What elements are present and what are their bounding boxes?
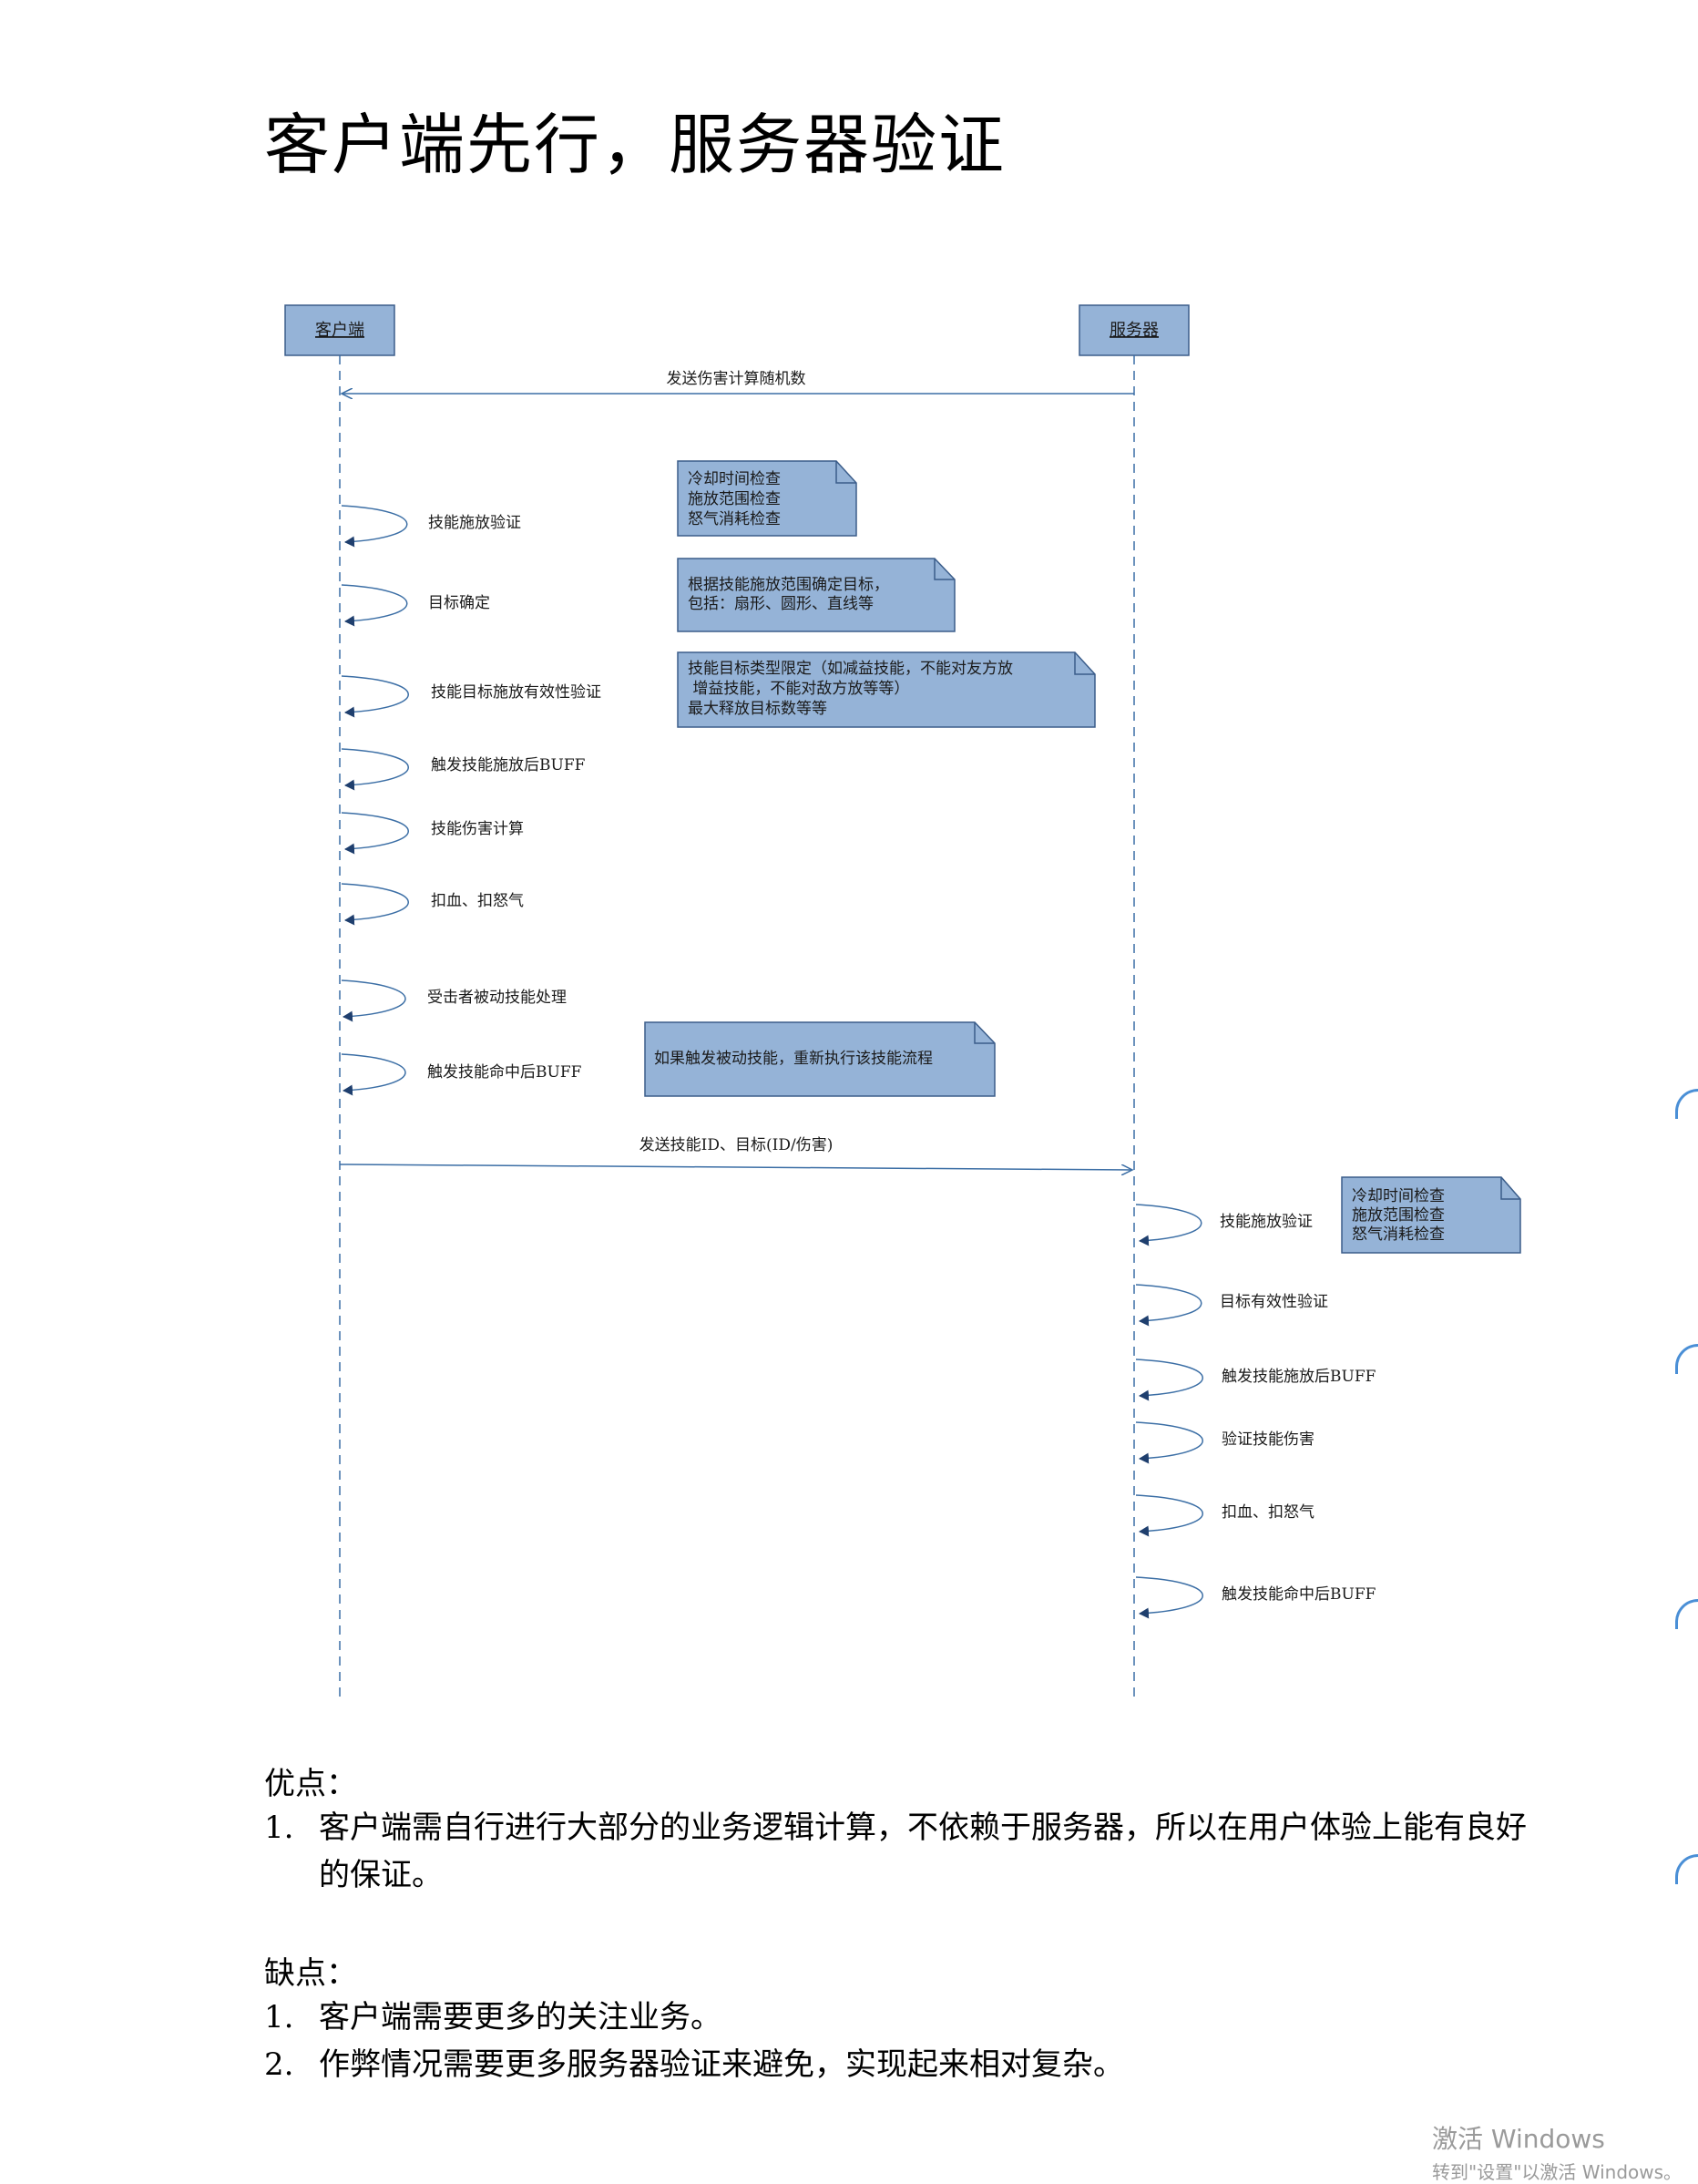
actor-client: 客户端 xyxy=(284,304,395,356)
note-line: 冷却时间检查 xyxy=(688,470,781,488)
server-step-label: 目标有效性验证 xyxy=(1220,1293,1328,1311)
client-step: 目标确定 xyxy=(341,584,490,627)
client-step: 技能施放验证 xyxy=(341,505,521,548)
note-line: 如果触发被动技能，重新执行该技能流程 xyxy=(654,1050,933,1068)
note-line: 冷却时间检查 xyxy=(1352,1187,1445,1205)
list-item: 1. 客户端需要更多的关注业务。 xyxy=(264,1994,1539,2041)
server-step: 目标有效性验证 xyxy=(1135,1284,1328,1327)
list-item-text: 客户端需自行进行大部分的业务逻辑计算，不依赖于服务器，所以在用户体验上能有良好的… xyxy=(319,1810,1527,1893)
note-box: 冷却时间检查 施放范围检查 怒气消耗检查 xyxy=(1341,1176,1521,1254)
server-step-label: 触发技能施放后BUFF xyxy=(1222,1368,1376,1386)
note-box: 根据技能施放范围确定目标， 包括：扇形、圆形、直线等 xyxy=(677,558,956,632)
note-line: 增益技能，不能对敌方放等等） xyxy=(688,680,909,698)
server-step: 触发技能命中后BUFF xyxy=(1135,1576,1376,1619)
server-step-label: 触发技能命中后BUFF xyxy=(1222,1585,1376,1604)
cons-label: 缺点： xyxy=(264,1955,357,1992)
pros-label: 优点： xyxy=(264,1766,357,1802)
list-item-text: 作弊情况需要更多服务器验证来避免，实现起来相对复杂。 xyxy=(319,2046,1124,2083)
note-line: 技能目标类型限定（如减益技能，不能对友方放 xyxy=(688,660,1013,678)
client-step-label: 技能施放验证 xyxy=(428,514,521,532)
client-step: 技能目标施放有效性验证 xyxy=(341,675,601,718)
note-line: 怒气消耗检查 xyxy=(688,510,781,528)
actor-server: 服务器 xyxy=(1079,304,1190,356)
server-step: 扣血、扣怒气 xyxy=(1135,1494,1314,1537)
server-step: 技能施放验证 xyxy=(1135,1204,1313,1246)
list-item-number: 1. xyxy=(264,1810,294,1846)
client-step: 扣血、扣怒气 xyxy=(341,883,524,926)
list-item-number: 1. xyxy=(264,1999,294,2035)
list-item: 2. 作弊情况需要更多服务器验证来避免，实现起来相对复杂。 xyxy=(264,2041,1539,2088)
list-item: 1. 客户端需自行进行大部分的业务逻辑计算，不依赖于服务器，所以在用户体验上能有… xyxy=(264,1804,1539,1899)
pros-list: 1. 客户端需自行进行大部分的业务逻辑计算，不依赖于服务器，所以在用户体验上能有… xyxy=(264,1804,1539,1899)
server-step-label: 验证技能伤害 xyxy=(1222,1430,1314,1449)
actor-client-label: 客户端 xyxy=(315,321,364,340)
list-item-number: 2. xyxy=(264,2046,294,2083)
client-step-label: 技能伤害计算 xyxy=(431,820,524,838)
edge-decoration xyxy=(1675,1854,1698,1884)
cons-list: 1. 客户端需要更多的关注业务。 2. 作弊情况需要更多服务器验证来避免，实现起… xyxy=(264,1994,1539,2088)
server-step: 触发技能施放后BUFF xyxy=(1135,1359,1376,1401)
client-steps: 技能施放验证 目标确定 技能目标施放有效性验证 触发技能施放后BUFF 技能伤害… xyxy=(341,505,601,1096)
server-step-label: 扣血、扣怒气 xyxy=(1222,1503,1314,1522)
server-steps: 技能施放验证 目标有效性验证 触发技能施放后BUFF 验证技能伤害 扣血、扣怒气… xyxy=(1135,1204,1376,1619)
client-step: 触发技能命中后BUFF xyxy=(341,1053,582,1096)
activation-watermark: 激活 Windows 转到"设置"以激活 Windows。 xyxy=(1432,2119,1682,2184)
client-step-label: 受击者被动技能处理 xyxy=(427,989,567,1007)
client-step-label: 技能目标施放有效性验证 xyxy=(431,683,601,702)
note-line: 根据技能施放范围确定目标， xyxy=(688,576,889,594)
note-line: 施放范围检查 xyxy=(688,490,781,508)
page-title: 客户端先行，服务器验证 xyxy=(264,107,1007,183)
client-step-label: 触发技能命中后BUFF xyxy=(427,1063,582,1082)
client-step-label: 触发技能施放后BUFF xyxy=(431,756,586,774)
sequence-diagram: 客户端 服务器 发送伤害计算随机数 发送技能ID、目标(ID/伤害) 技能施放验… xyxy=(284,304,1521,1702)
note-box: 技能目标类型限定（如减益技能，不能对友方放 增益技能，不能对敌方放等等） 最大释… xyxy=(677,651,1096,728)
note-line: 怒气消耗检查 xyxy=(1352,1225,1445,1244)
note-box: 如果触发被动技能，重新执行该技能流程 xyxy=(644,1021,996,1097)
watermark-subtitle: 转到"设置"以激活 Windows。 xyxy=(1432,2161,1683,2183)
note-box: 冷却时间检查 施放范围检查 怒气消耗检查 xyxy=(677,460,857,537)
server-step-label: 技能施放验证 xyxy=(1220,1213,1313,1231)
client-step-label: 目标确定 xyxy=(428,594,490,612)
client-step: 技能伤害计算 xyxy=(341,812,524,855)
server-step: 验证技能伤害 xyxy=(1135,1421,1314,1464)
note-line: 包括：扇形、圆形、直线等 xyxy=(688,595,874,613)
message-arrow-client-to-server xyxy=(339,1164,1132,1170)
client-step-label: 扣血、扣怒气 xyxy=(431,892,524,910)
actor-server-label: 服务器 xyxy=(1110,321,1159,340)
list-item-text: 客户端需要更多的关注业务。 xyxy=(319,1999,721,2035)
note-line: 最大释放目标数等等 xyxy=(688,700,827,718)
message-label-server-to-client: 发送伤害计算随机数 xyxy=(667,370,806,388)
client-step: 触发技能施放后BUFF xyxy=(341,748,586,791)
client-step: 受击者被动技能处理 xyxy=(341,979,567,1022)
note-line: 施放范围检查 xyxy=(1352,1206,1445,1225)
watermark-title: 激活 Windows xyxy=(1432,2124,1605,2154)
message-label-client-to-server: 发送技能ID、目标(ID/伤害) xyxy=(639,1136,834,1154)
